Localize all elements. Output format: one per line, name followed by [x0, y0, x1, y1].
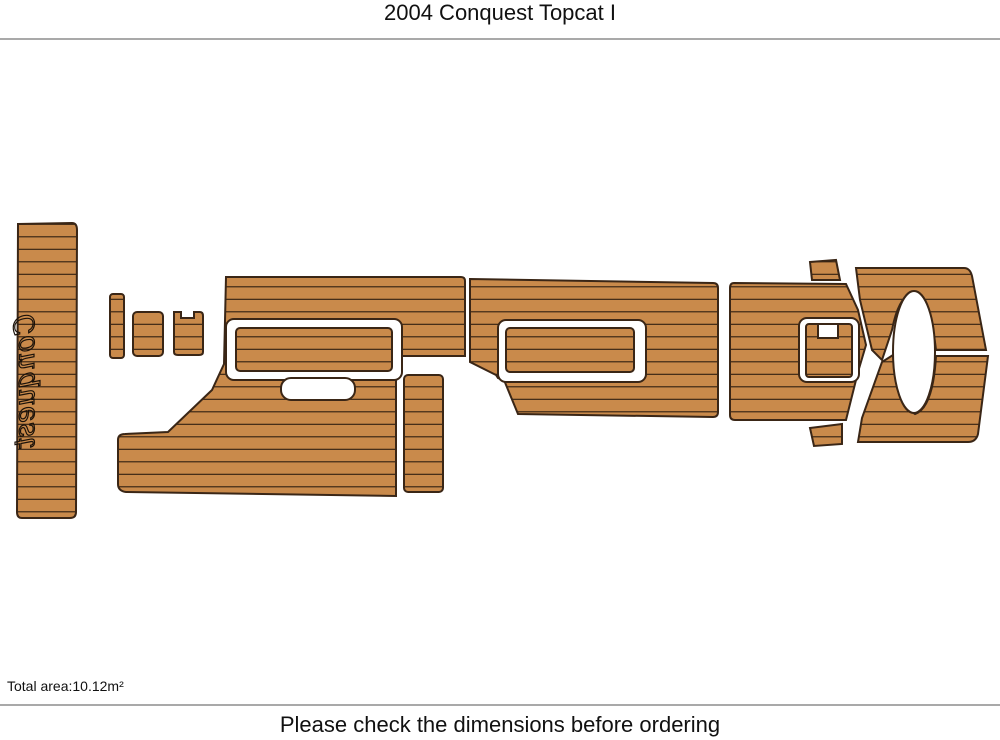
- pad-shape: [403, 374, 444, 493]
- pad-shape: [808, 422, 843, 448]
- pad-shape: [173, 311, 204, 356]
- pad-tab-top: [808, 258, 842, 281]
- header-divider: [0, 38, 1000, 40]
- page-title: 2004 Conquest Topcat I: [384, 0, 616, 25]
- pad-shape: [132, 311, 164, 357]
- cutout-shape: [280, 377, 356, 401]
- pad-shape: [15, 221, 79, 519]
- pad-logo-strip: [15, 221, 79, 519]
- pad-shape: [109, 293, 125, 359]
- pad-cockpit-right: [729, 281, 868, 421]
- conquest-logo: Conquest: [7, 313, 41, 449]
- pad-shape: [235, 327, 393, 372]
- pad-small-notched: [173, 311, 204, 356]
- cutout-shape: [892, 290, 936, 414]
- dimensions-notice: Please check the dimensions before order…: [279, 712, 721, 737]
- pad-shape: [808, 258, 842, 281]
- pad-narrow-vertical: [403, 374, 444, 493]
- pad-cockpit-center: [469, 277, 719, 419]
- pad-cockpit-left: [117, 276, 466, 498]
- pad-small-square: [132, 311, 164, 357]
- total-area-label: Total area:10.12m²: [7, 678, 124, 694]
- pad-small-strip: [109, 293, 125, 359]
- cutout-shape: [817, 323, 839, 339]
- footer-divider: [0, 704, 1000, 706]
- pad-tab-bottom: [808, 422, 843, 448]
- pad-shape: [505, 327, 635, 373]
- logo-lettering: Conquest: [8, 314, 41, 449]
- bow-hatch-cutout: [892, 290, 936, 414]
